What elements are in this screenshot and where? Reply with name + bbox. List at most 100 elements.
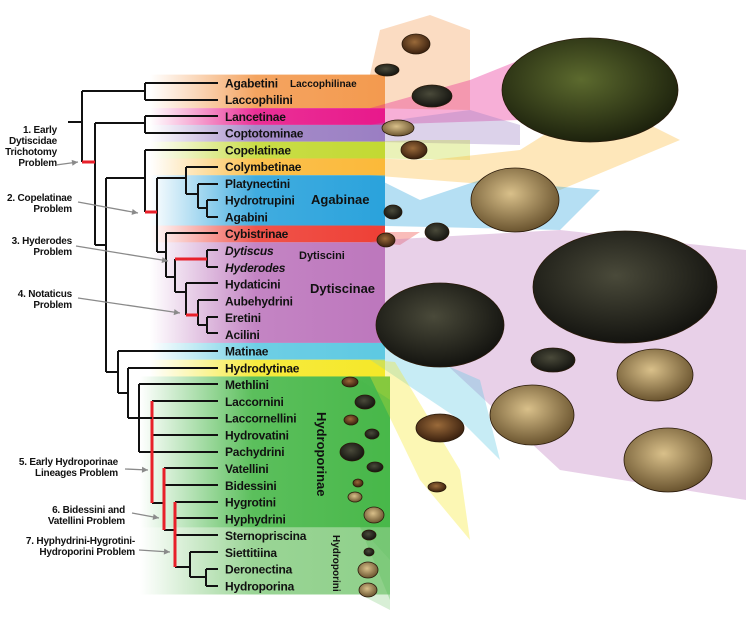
- taxon-label: Aubehydrini: [225, 294, 293, 308]
- beetle-image: [383, 204, 403, 220]
- taxon-label: Dytiscus: [225, 244, 274, 258]
- fan-laccophilinae: [370, 15, 470, 110]
- taxon-labels: AgabetiniLaccophiliniLancetinaeCoptotomi…: [225, 76, 307, 593]
- taxon-label: Pachydrini: [225, 445, 284, 459]
- taxon-label: Hyderodes: [225, 261, 286, 275]
- problem-line: 2. Copelatinae: [7, 193, 73, 204]
- problem-label: 7. Hyphydrini-Hygrotini-Hydroporini Prob…: [26, 536, 135, 558]
- beetle-image: [616, 348, 694, 402]
- problem-line: Vatellini Problem: [48, 516, 125, 527]
- beetle-image: [363, 506, 385, 524]
- beetle-image: [489, 384, 575, 446]
- group-labels: LaccophilinaeAgabinaeDytisciniDytiscinae…: [290, 79, 375, 592]
- taxon-label: Siettitiina: [225, 546, 277, 560]
- taxon-label: Matinae: [225, 345, 269, 359]
- problem-line: Dytiscidae: [9, 136, 58, 147]
- problem-line: 7. Hyphydrini-Hygrotini-: [26, 536, 135, 547]
- taxon-label: Methlini: [225, 378, 269, 392]
- taxon-label: Deronectina: [225, 563, 293, 577]
- band-colymbetinae: [150, 158, 385, 176]
- problem-line: Problem: [33, 247, 72, 258]
- band-hydroporini: [140, 527, 390, 595]
- band-laccophilinae: [150, 74, 385, 109]
- taxon-label: Hydrodytinae: [225, 361, 300, 375]
- beetle-photos: [339, 33, 718, 598]
- band-matinae: [150, 342, 385, 360]
- taxon-label: Vatellini: [225, 462, 269, 476]
- problem-arrow: [75, 245, 169, 262]
- beetle-image: [339, 442, 365, 462]
- taxon-label: Hydroporina: [225, 579, 295, 593]
- taxon-label: Hydrotrupini: [225, 194, 295, 208]
- problem-arrow: [77, 297, 181, 314]
- beetle-image: [401, 33, 431, 55]
- taxon-label: Eretini: [225, 311, 261, 325]
- beetle-image: [501, 37, 679, 143]
- fan-hydrodytinae: [370, 359, 470, 540]
- taxon-label: Hygrotini: [225, 496, 276, 510]
- beetle-image: [411, 84, 453, 108]
- problem-line: Lineages Problem: [35, 468, 118, 479]
- beetle-image: [363, 547, 375, 557]
- problem-line: 1. Early: [23, 125, 58, 136]
- beetle-image: [352, 478, 364, 488]
- taxon-label: Laccornini: [225, 395, 284, 409]
- arrowhead-icon: [161, 257, 168, 263]
- arrowhead-icon: [141, 466, 148, 473]
- taxon-label: Agabetini: [225, 76, 278, 90]
- band-agabinae: [150, 175, 385, 226]
- problem-line: 6. Bidessini and: [52, 505, 125, 516]
- phylogenetic-tree: [68, 82, 218, 587]
- beetle-image: [366, 461, 384, 473]
- band-lancetinae: [150, 108, 385, 125]
- arrowhead-icon: [71, 159, 78, 166]
- taxon-label: Acilini: [225, 328, 260, 342]
- beetle-image: [381, 119, 415, 137]
- beetle-image: [400, 140, 428, 160]
- beetle-image: [470, 167, 560, 233]
- taxon-label: Hyphydrini: [225, 512, 286, 526]
- beetle-image: [364, 428, 380, 440]
- arrowhead-icon: [163, 548, 170, 555]
- beetle-image: [347, 491, 363, 503]
- problem-line: Hydroporini Problem: [39, 547, 135, 558]
- problem-line: Problem: [33, 204, 72, 215]
- taxon-label: Copelatinae: [225, 143, 291, 157]
- beetle-image: [376, 232, 396, 248]
- group-label-hydroporinae: Hydroporinae: [314, 412, 329, 497]
- group-label-dytiscinae: Dytiscinae: [310, 281, 375, 296]
- taxon-label: Colymbetinae: [225, 160, 302, 174]
- band-hydrodytinae: [150, 359, 385, 377]
- problem-line: Problem: [33, 300, 72, 311]
- beetle-image: [358, 582, 378, 598]
- beetle-image: [530, 347, 576, 373]
- taxon-label: Lancetinae: [225, 110, 286, 124]
- arrowhead-icon: [152, 513, 159, 520]
- taxon-label: Bidessini: [225, 479, 277, 493]
- beetle-image: [357, 561, 379, 579]
- taxon-label: Sternopriscina: [225, 529, 307, 543]
- problem-line: 5. Early Hydroporinae: [19, 457, 119, 468]
- taxon-label: Cybistrinae: [225, 227, 289, 241]
- group-label-hydroporini: Hydroporini: [330, 535, 341, 592]
- arrowhead-icon: [173, 309, 180, 316]
- problem-line: 4. Notaticus: [18, 289, 73, 300]
- beetle-image: [424, 222, 450, 242]
- beetle-image: [623, 427, 713, 493]
- beetle-image: [343, 414, 359, 426]
- problem-arrow: [77, 201, 139, 214]
- group-label-dytiscini: Dytiscini: [299, 250, 345, 262]
- beetle-image: [415, 413, 465, 443]
- band-copelatinae: [150, 141, 385, 159]
- beetle-image: [375, 282, 505, 368]
- band-coptotominae: [150, 124, 385, 142]
- group-label-agabinae: Agabinae: [311, 192, 370, 207]
